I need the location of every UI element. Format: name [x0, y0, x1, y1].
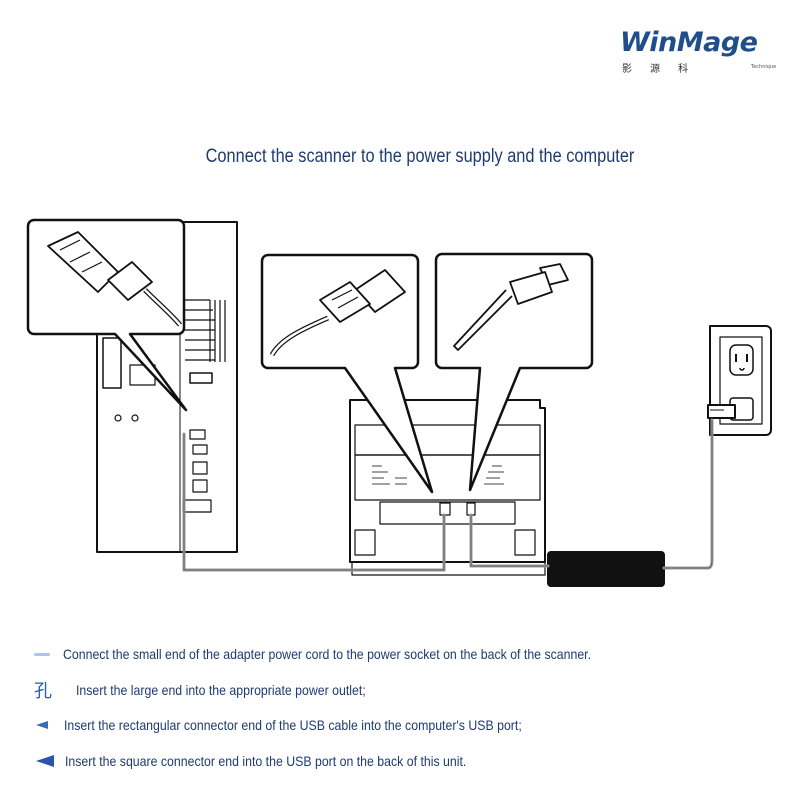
list-item: Insert the square connector end into the…: [36, 749, 521, 773]
brand-name: WinMage: [620, 27, 758, 58]
scanner: [349, 399, 546, 576]
dc-power-plug-icon: [434, 252, 594, 492]
brand-chinese-char: 科: [678, 64, 688, 75]
usb-b-plug-icon: [260, 253, 434, 494]
brand-tagline: Technique: [751, 64, 777, 70]
arrow-bullet-icon: [36, 721, 48, 729]
list-item: 孔 Insert the large end into the appropri…: [34, 678, 405, 702]
instruction-list: Connect the small end of the adapter pow…: [0, 640, 800, 790]
step-text: Insert the rectangular connector end of …: [64, 717, 522, 733]
page-title: Connect the scanner to the power supply …: [205, 146, 635, 167]
brand-chinese-char: 影: [622, 64, 632, 75]
step-text: Insert the square connector end into the…: [65, 753, 467, 769]
brand-chinese-char: 源: [650, 64, 660, 75]
step-text: Insert the large end into the appropriat…: [76, 682, 366, 698]
brand-logo: WinMage 影 源 科 Technique: [620, 28, 780, 78]
list-item: Insert the rectangular connector end of …: [36, 713, 584, 737]
power-adapter-icon: [547, 551, 665, 587]
step-text: Connect the small end of the adapter pow…: [63, 646, 592, 662]
dash-bullet-icon: [34, 652, 50, 656]
wall-outlet-icon: [707, 325, 772, 436]
usb-a-plug-icon: [26, 218, 188, 412]
list-item: Connect the small end of the adapter pow…: [34, 642, 663, 666]
arrow-bullet-icon: [36, 755, 54, 767]
glyph-bullet-icon: 孔: [34, 681, 52, 702]
brand-chinese: 影源科: [622, 60, 706, 75]
